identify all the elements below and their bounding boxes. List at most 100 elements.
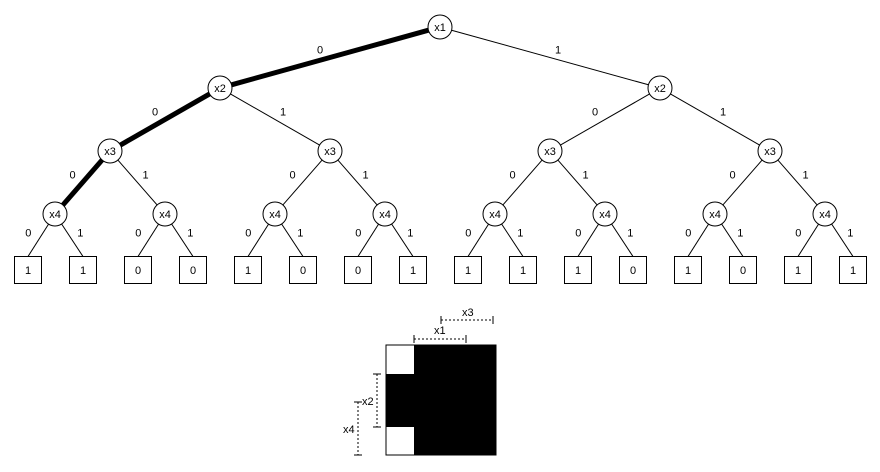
tree-leaf — [344, 256, 372, 284]
kmap-label-x2: x2 — [362, 396, 374, 408]
tree-edge-left — [467, 223, 489, 257]
kmap-cell — [386, 400, 414, 427]
tree-leaf — [14, 256, 42, 284]
tree-node-3 — [97, 138, 123, 164]
tree-leaf-value: 0 — [300, 265, 306, 277]
tree-leaf-value: 0 — [135, 265, 141, 277]
edge-label-zero: 0 — [317, 45, 323, 57]
tree-leaf-value: 1 — [575, 265, 581, 277]
tree-node-4 — [702, 201, 728, 227]
tree-leaf-value: 1 — [465, 265, 471, 277]
kmap-cell — [386, 345, 414, 374]
kmap-cell — [468, 374, 496, 400]
tree-node-3 — [317, 138, 343, 164]
tree-node-label: x4 — [489, 209, 501, 221]
tree-node-label: x4 — [269, 209, 281, 221]
edge-label-one: 1 — [297, 227, 303, 239]
tree-node-label: x3 — [544, 146, 556, 158]
tree-leaf-value: 0 — [190, 265, 196, 277]
kmap-cell — [386, 427, 414, 455]
tree-leaf — [399, 256, 427, 284]
edge-label-zero: 0 — [592, 107, 598, 119]
tree-node-label: x4 — [819, 209, 831, 221]
edge-label-one: 1 — [517, 227, 523, 239]
tree-edge-right — [230, 93, 320, 146]
tree-edge-right — [171, 223, 194, 257]
tree-node-4 — [42, 201, 68, 227]
tree-leaf — [454, 256, 482, 284]
kmap-cell — [414, 400, 441, 427]
edge-label-one: 1 — [362, 170, 368, 182]
tree-leaf — [564, 256, 592, 284]
tree-node-4 — [592, 201, 618, 227]
tree-edge-left — [687, 223, 709, 257]
kmap-label-x4: x4 — [343, 424, 355, 436]
tree-leaf — [289, 256, 317, 284]
kmap-label-x1: x1 — [434, 325, 446, 337]
tree-edge-right — [281, 223, 304, 257]
kmap-cell — [386, 374, 414, 400]
edge-label-one: 1 — [847, 227, 853, 239]
kmap-cell — [441, 374, 468, 400]
tree-leaf — [179, 256, 207, 284]
tree-edge-left — [577, 223, 599, 257]
tree-leaf-value: 1 — [795, 265, 801, 277]
tree-edge-left — [502, 159, 543, 206]
tree-edge-right — [777, 159, 818, 206]
kmap-cell — [414, 374, 441, 400]
tree-edge-left — [357, 223, 379, 257]
tree-edge-left — [230, 27, 430, 88]
tree-edge-right — [670, 93, 760, 146]
tree-leaf-value: 0 — [630, 265, 636, 277]
edge-label-zero: 0 — [509, 170, 515, 182]
tree-node-4 — [372, 201, 398, 227]
tree-edge-left — [560, 93, 650, 146]
edge-label-zero: 0 — [685, 227, 691, 239]
tree-node-label: x1 — [434, 22, 446, 34]
kmap-cell — [414, 427, 441, 455]
tree-leaf — [674, 256, 702, 284]
tree-edge-left — [282, 159, 323, 206]
edge-label-one: 1 — [280, 107, 286, 119]
edge-label-zero: 0 — [465, 227, 471, 239]
edge-label-zero: 0 — [25, 227, 31, 239]
tree-leaf-value: 1 — [80, 265, 86, 277]
edge-label-one: 1 — [407, 227, 413, 239]
tree-leaf-value: 0 — [355, 265, 361, 277]
kmap-cell — [468, 345, 496, 374]
edge-label-zero: 0 — [289, 170, 295, 182]
kmap-cells — [386, 345, 496, 455]
tree-leaf — [839, 256, 867, 284]
tree-edge-left — [722, 159, 763, 206]
tree-leaf — [729, 256, 757, 284]
tree-node-label: x4 — [49, 209, 61, 221]
tree-edge-right — [721, 223, 744, 257]
tree-leaf — [784, 256, 812, 284]
edge-label-zero: 0 — [135, 227, 141, 239]
tree-node-4 — [482, 201, 508, 227]
kmap-cell — [414, 345, 441, 374]
tree-edge-left — [27, 223, 49, 257]
tree-edge-right — [557, 159, 598, 206]
edge-label-one: 1 — [627, 227, 633, 239]
tree-leaf — [124, 256, 152, 284]
edge-label-one: 1 — [555, 45, 561, 57]
edge-label-one: 1 — [582, 170, 588, 182]
tree-node-label: x4 — [599, 209, 611, 221]
tree-node-label: x3 — [764, 146, 776, 158]
edge-label-zero: 0 — [69, 170, 75, 182]
kmap-border — [385, 344, 497, 456]
tree-edges — [27, 27, 854, 257]
tree-edge-right — [611, 223, 634, 257]
tree-node-label: x4 — [379, 209, 391, 221]
karnaugh-map: x3 x1 x2 x4 — [343, 307, 497, 456]
tree-node-1 — [427, 14, 453, 40]
tree-edge-right — [501, 223, 524, 257]
tree-leaf-value: 1 — [520, 265, 526, 277]
tree-node-3 — [537, 138, 563, 164]
edge-label-one: 1 — [720, 107, 726, 119]
edge-label-one: 1 — [802, 170, 808, 182]
kmap-cell — [468, 427, 496, 455]
